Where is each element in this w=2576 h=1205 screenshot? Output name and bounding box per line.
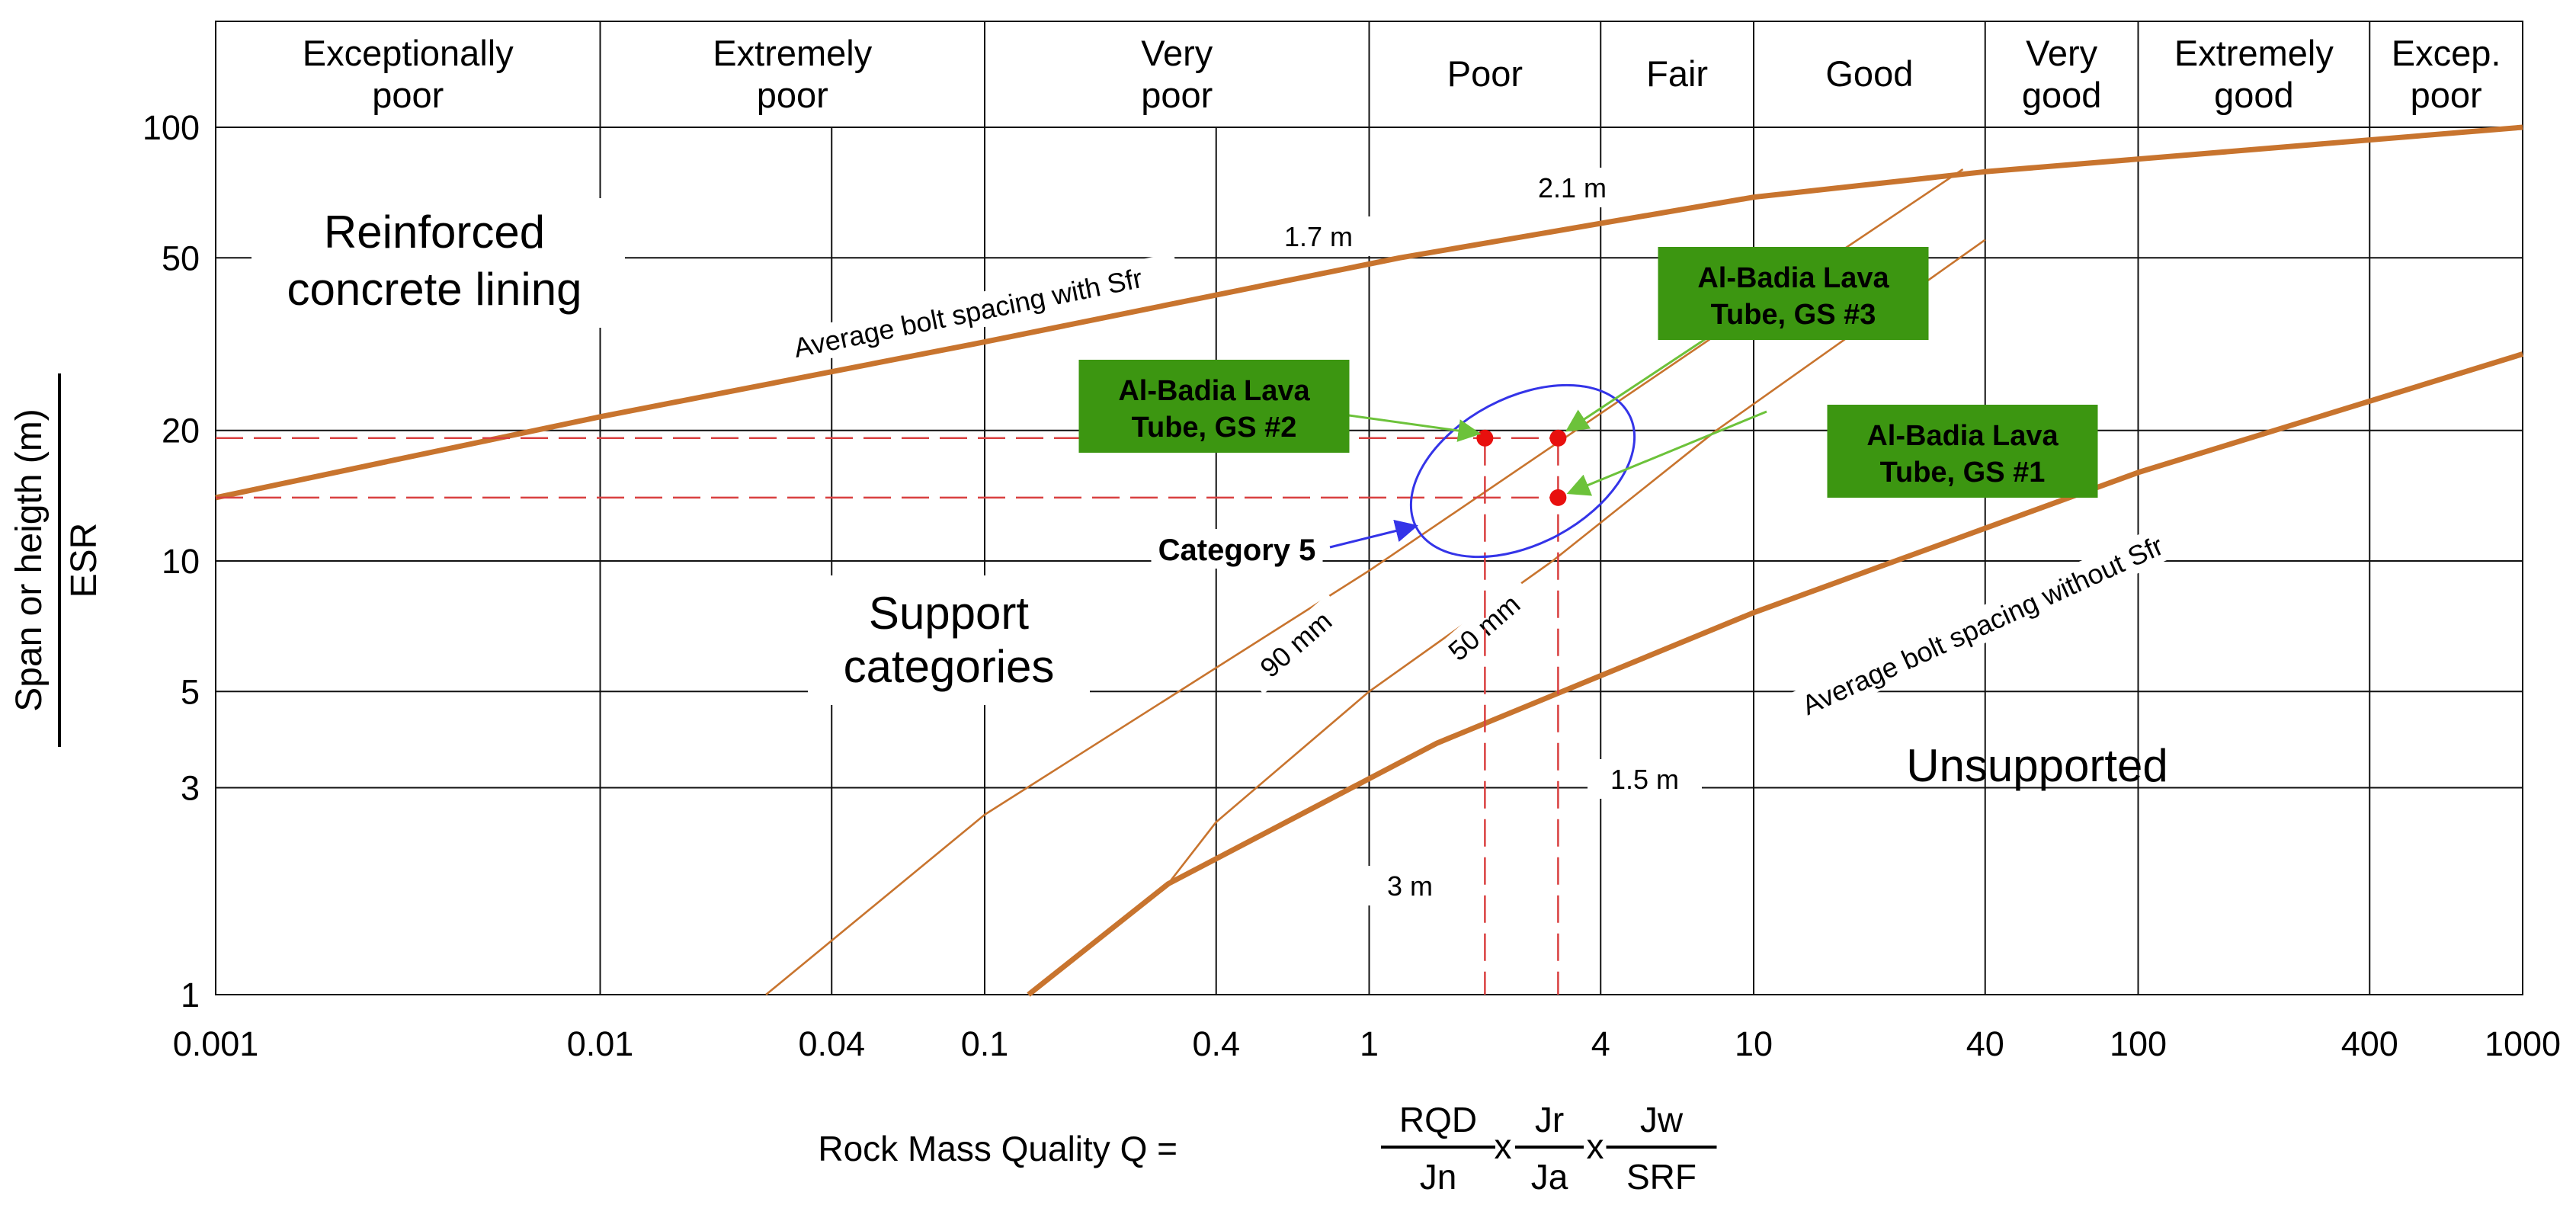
x-tick-label: 100: [2110, 1024, 2167, 1063]
rock-class-label: Extremely: [2174, 33, 2334, 73]
x-axis-term-den: Jn: [1420, 1157, 1457, 1197]
region-label-reinforced: Reinforced: [324, 207, 545, 258]
label-without-sfr-bg: [1760, 511, 2205, 739]
region-label-bg: [808, 575, 1090, 705]
arrow-gs2: [1348, 414, 1482, 442]
label-gs2: Al-Badia Lava: [1118, 375, 1310, 407]
label-90mm-bg: [1241, 594, 1350, 694]
rock-class-label: Very: [1141, 33, 1213, 73]
region-label-unsupported: Unsupported: [1906, 740, 2168, 791]
y-tick-label: 3: [181, 769, 200, 808]
label-15m: 1.5 m: [1610, 764, 1679, 795]
label-50mm-bg: [1429, 577, 1539, 678]
rock-class-label: poor: [372, 75, 444, 115]
label-21m-bg: [1515, 168, 1629, 207]
label-gs3: Al-Badia Lava: [1697, 262, 1889, 294]
label-without-sfr: Average bolt spacing without Sfr: [1797, 530, 2167, 721]
axis-ticks: 0.001 0.01 0.04 0.1 0.4 1 4 10 40 100 400 1000 1 3 5 10…: [143, 108, 2561, 1063]
grid-lines: [215, 21, 2523, 995]
region-label-bg: [252, 198, 625, 328]
label-gs1: Tube, GS #1: [1880, 457, 2046, 489]
y-tick-label: 1: [181, 976, 200, 1014]
x-tick-label: 10: [1735, 1024, 1773, 1063]
category-5-label: Category 5: [1158, 534, 1316, 567]
data-point-gs3: [1549, 429, 1567, 447]
x-axis-operator: x: [1495, 1126, 1512, 1166]
label-with-sfr-bg: [755, 252, 1181, 373]
rock-class-label: poor: [2411, 75, 2482, 115]
label-17m: 1.7 m: [1284, 221, 1353, 252]
label-with-sfr: Average bolt spacing with Sfr: [791, 262, 1145, 364]
arrow-gs3: [1565, 334, 1712, 432]
x-axis-term-den: SRF: [1626, 1157, 1697, 1197]
axis-titles: Span or heigth (m) ESR Rock Mass Quality Q…: [9, 373, 1717, 1197]
label-21m: 2.1 m: [1538, 172, 1607, 204]
x-tick-label: 0.001: [173, 1024, 259, 1063]
label-3m-bg: [1360, 866, 1459, 905]
x-tick-label: 1000: [2485, 1024, 2561, 1063]
rock-class-label: good: [2214, 75, 2294, 115]
x-tick-label: 0.4: [1192, 1024, 1240, 1063]
x-tick-label: 1: [1360, 1024, 1379, 1063]
label-gs3: Tube, GS #3: [1711, 299, 1876, 331]
label-gs2: Tube, GS #2: [1132, 412, 1297, 444]
rock-class-label: poor: [1141, 75, 1213, 115]
rock-class-label: Extremely: [713, 33, 872, 73]
x-tick-label: 0.01: [567, 1024, 634, 1063]
x-tick-label: 0.1: [961, 1024, 1009, 1063]
x-tick-label: 40: [1966, 1024, 2004, 1063]
data-point-gs1: [1549, 489, 1567, 506]
region-label-support: Support: [869, 588, 1029, 639]
x-tick-label: 0.04: [798, 1024, 865, 1063]
label-box-gs3: [1658, 247, 1929, 340]
rock-class-label: poor: [757, 75, 828, 115]
label-box-gs1: [1827, 405, 2098, 498]
rock-class-label: Exceptionally: [303, 33, 514, 73]
label-3m: 3 m: [1387, 870, 1433, 902]
rock-class-header: ExceptionallypoorExtremelypoorVerypoorPo…: [303, 21, 2501, 127]
y-axis-title-num: Span or heigth (m): [9, 409, 50, 712]
label-90mm-group: 90 mm: [1241, 594, 1350, 694]
x-axis-operator: x: [1587, 1126, 1604, 1166]
x-axis-term-num: Jr: [1535, 1100, 1564, 1139]
label-50mm-group: 50 mm: [1429, 577, 1539, 678]
x-tick-label: 4: [1591, 1024, 1610, 1063]
y-tick-label: 10: [162, 542, 200, 581]
y-axis-title-den: ESR: [64, 523, 104, 598]
rock-class-label: Fair: [1646, 53, 1708, 94]
label-15m-bg: [1588, 759, 1702, 799]
region-label-support: categories: [844, 641, 1055, 692]
rock-class-label: Very: [2026, 33, 2098, 73]
rock-class-label: Good: [1825, 53, 1913, 94]
x-axis-term-num: Jw: [1640, 1100, 1684, 1139]
y-tick-label: 50: [162, 239, 200, 277]
y-tick-label: 100: [143, 108, 200, 147]
region-label-reinforced: concrete lining: [287, 264, 582, 315]
rock-class-label: Excep.: [2392, 33, 2501, 73]
y-axis-title: Span or heigth (m) ESR: [9, 373, 104, 747]
label-17m-bg: [1261, 216, 1376, 256]
curve-1: [215, 124, 2523, 501]
rock-class-label: good: [2022, 75, 2102, 115]
label-gs1: Al-Badia Lava: [1866, 420, 2059, 452]
data-point-gs2: [1476, 429, 1494, 447]
arrow-gs1: [1566, 410, 1767, 496]
y-tick-label: 20: [162, 412, 200, 450]
x-axis-term-den: Ja: [1531, 1157, 1568, 1197]
y-tick-label: 5: [181, 672, 200, 711]
label-box-gs2: [1078, 360, 1350, 453]
x-tick-label: 400: [2341, 1024, 2398, 1063]
x-axis-term-num: RQD: [1399, 1100, 1477, 1139]
x-axis-title: Rock Mass Quality Q =: [818, 1129, 1177, 1168]
curve-2: [1027, 351, 2524, 997]
category-5-bg: [1151, 529, 1323, 569]
category-5-arrow: [1329, 519, 1418, 549]
rock-class-label: Poor: [1447, 53, 1523, 94]
